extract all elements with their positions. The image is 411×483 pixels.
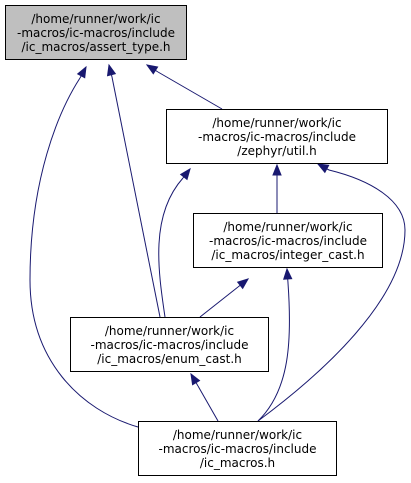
node-label-line: /ic_macros.h [199, 455, 276, 470]
edge-util-to-assert_type [145, 64, 223, 110]
edge-enum_cast-to-assert_type [106, 63, 161, 318]
node-integer-cast[interactable]: /home/runner/work/ic -macros/ic-macros/i… [193, 213, 383, 268]
node-label-line: /zephyr/util.h [237, 143, 317, 158]
node-label-line: /home/runner/work/ic [212, 115, 342, 130]
edge-ic_macros-to-enum_cast [190, 372, 219, 422]
edge-ic_macros-to-util [257, 163, 406, 422]
edge-line [317, 163, 330, 171]
node-assert-type[interactable]: /home/runner/work/ic -macros/ic-macros/i… [5, 5, 187, 60]
node-label-line: /ic_macros/assert_type.h [21, 39, 171, 54]
node-label-line: /home/runner/work/ic [223, 219, 353, 234]
node-label-line: -macros/ic-macros/include [158, 441, 317, 456]
edge-line [199, 286, 239, 318]
edge-line [79, 66, 87, 79]
edge-line [158, 177, 184, 318]
node-enum-cast[interactable]: /home/runner/work/ic -macros/ic-macros/i… [70, 317, 269, 372]
edge-line [108, 64, 113, 78]
node-ic-macros[interactable]: /home/runner/work/ic -macros/ic-macros/i… [138, 421, 337, 476]
node-label-line: -macros/ic-macros/include [90, 337, 249, 352]
node-label-line: /home/runner/work/ic [172, 427, 303, 442]
node-label-line: -macros/ic-macros/include [209, 233, 367, 248]
edge-ic_macros-to-assert_type [29, 65, 139, 428]
edge-line [286, 268, 289, 284]
edge-line [157, 71, 223, 110]
edge-integer_cast-to-util [272, 163, 282, 213]
edge-line [197, 385, 219, 422]
edge-enum_cast-to-util [158, 167, 191, 318]
edge-line [190, 373, 199, 387]
node-label-line: /home/runner/work/ic [104, 323, 235, 338]
edge-line [146, 64, 159, 73]
edge-line [29, 77, 139, 428]
node-label-line: /ic_macros/integer_cast.h [211, 247, 365, 262]
edge-line [182, 168, 191, 179]
node-label-line: -macros/ic-macros/include [198, 129, 356, 144]
edge-enum_cast-to-integer_cast [199, 278, 250, 318]
node-label-line: /ic_macros/enum_cast.h [97, 351, 242, 366]
edge-line [111, 76, 161, 318]
node-label-line: /home/runner/work/ic [31, 11, 161, 26]
edge-ic_macros-to-integer_cast [257, 267, 293, 422]
node-label-line: -macros/ic-macros/include [17, 25, 175, 40]
edge-line [257, 169, 406, 422]
edge-line [237, 278, 249, 288]
node-zephyr-util[interactable]: /home/runner/work/ic -macros/ic-macros/i… [166, 109, 388, 164]
edge-line [257, 282, 291, 422]
